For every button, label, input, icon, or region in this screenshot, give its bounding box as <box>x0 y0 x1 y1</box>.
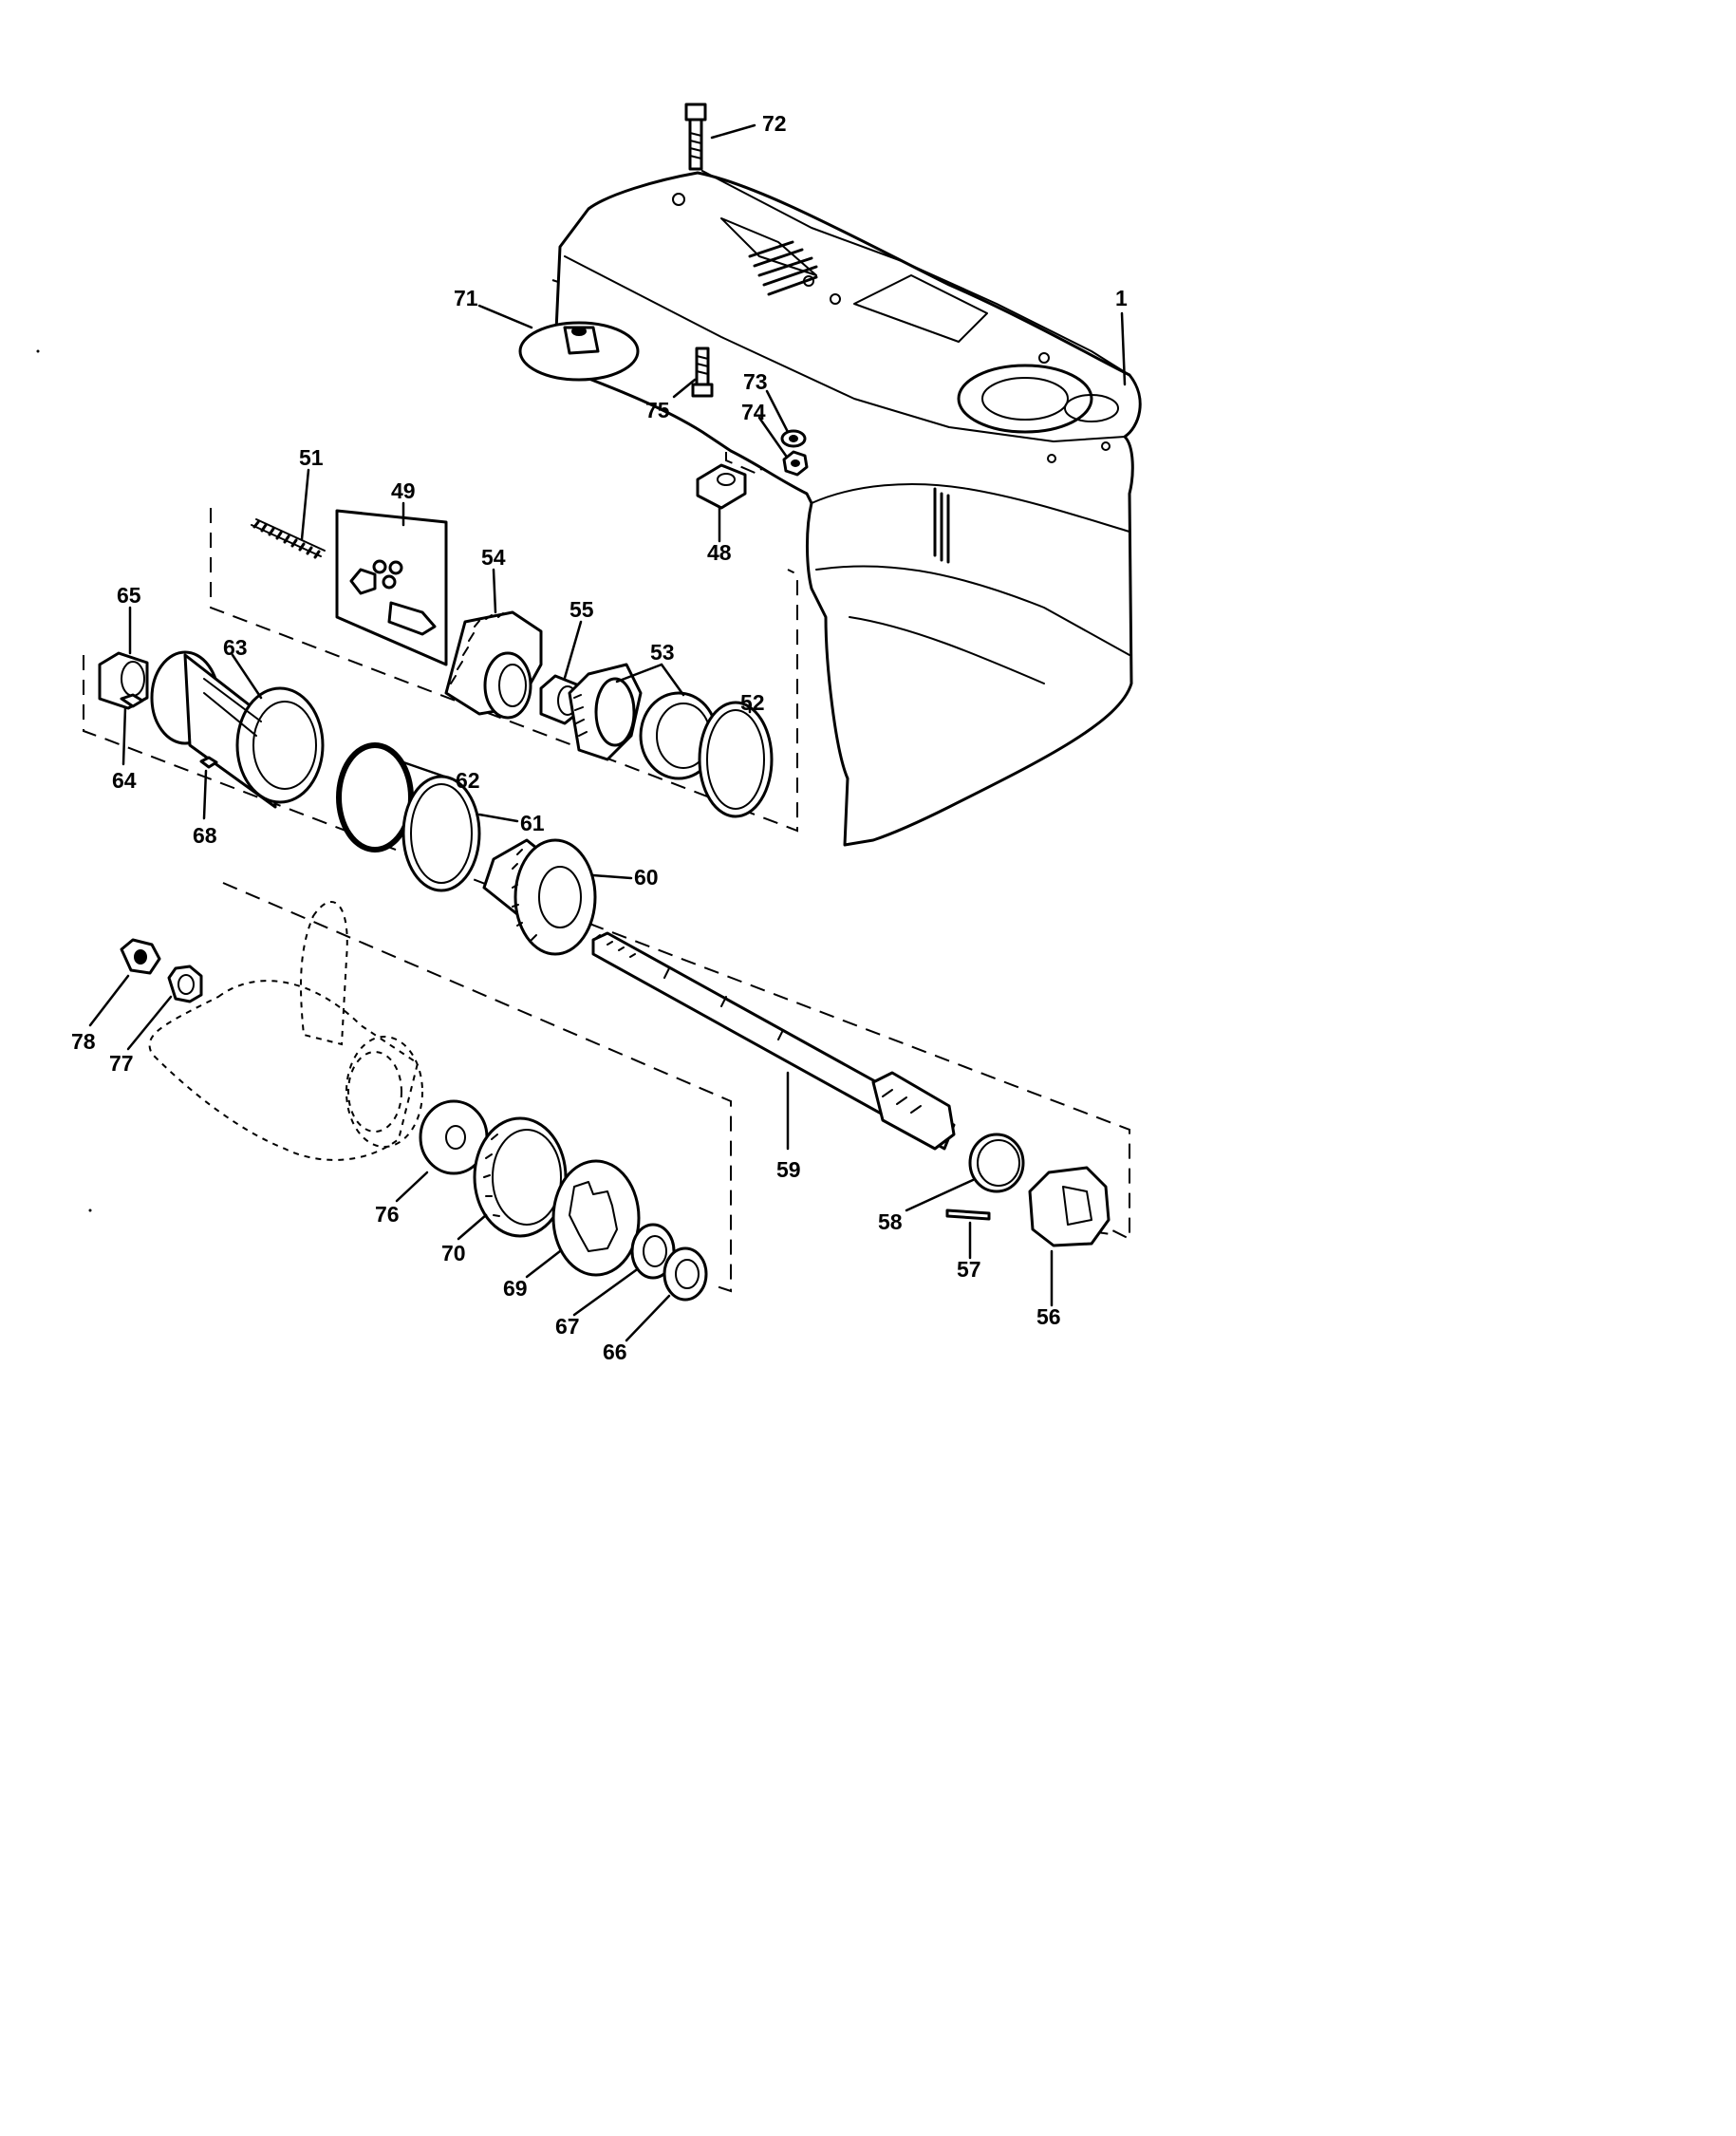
leader-53a <box>615 663 663 684</box>
bearing-carrier-63 <box>150 650 325 809</box>
o-ring-62 <box>336 742 414 853</box>
pin-57 <box>945 1209 991 1221</box>
label-75: 75 <box>645 398 670 422</box>
label-55: 55 <box>569 597 594 622</box>
label-48: 48 <box>707 540 732 565</box>
bolt-72 <box>684 103 707 171</box>
tab-washer-77 <box>167 965 203 1003</box>
leader-64 <box>121 705 127 766</box>
leader-63 <box>231 653 263 700</box>
prop-nut-78 <box>120 938 161 975</box>
label-72: 72 <box>762 111 787 136</box>
nut-74 <box>782 450 809 477</box>
leader-75 <box>672 378 697 399</box>
pinion-gear-54 <box>444 610 543 720</box>
exploded-parts-diagram: 72 1 71 75 73 74 48 51 49 54 55 53 52 65… <box>36 103 1142 1364</box>
label-49: 49 <box>391 478 416 503</box>
label-63: 63 <box>223 635 248 660</box>
label-56: 56 <box>1036 1304 1061 1329</box>
screw-64 <box>120 693 144 708</box>
propeller-shaft-59 <box>591 931 956 1151</box>
leader-67 <box>572 1268 638 1317</box>
leader-66 <box>625 1294 671 1342</box>
label-1: 1 <box>1115 286 1128 310</box>
assembly-outline-middle <box>83 655 1130 1241</box>
label-66: 66 <box>603 1340 627 1364</box>
anode-71 <box>518 321 640 382</box>
thrust-ring-61 <box>401 775 481 892</box>
label-67: 67 <box>555 1314 580 1339</box>
propeller <box>148 901 423 1161</box>
leader-77 <box>126 995 173 1051</box>
label-74: 74 <box>741 400 766 424</box>
leader-71 <box>477 304 533 329</box>
tapered-bearing-53 <box>568 663 719 780</box>
forward-gear-60 <box>482 838 597 956</box>
label-65: 65 <box>117 583 141 608</box>
leader-74 <box>757 416 788 458</box>
spring-51 <box>251 518 326 559</box>
label-58: 58 <box>878 1209 903 1234</box>
label-53: 53 <box>650 640 675 665</box>
leader-68 <box>202 769 208 820</box>
gear-housing <box>553 170 1142 847</box>
label-78: 78 <box>71 1029 96 1054</box>
leader-lines <box>88 123 1127 1342</box>
screw-75 <box>691 347 714 398</box>
speck <box>36 349 40 353</box>
leader-62 <box>401 760 457 782</box>
block-48 <box>696 463 747 510</box>
leader-1 <box>1120 311 1127 386</box>
tab-washer-69 <box>551 1159 641 1277</box>
label-77: 77 <box>109 1051 134 1076</box>
label-69: 69 <box>503 1276 528 1301</box>
label-76: 76 <box>375 1202 400 1227</box>
label-71: 71 <box>454 286 478 310</box>
leader-55 <box>563 620 583 680</box>
label-57: 57 <box>957 1257 981 1282</box>
label-68: 68 <box>193 823 217 848</box>
shim-52 <box>698 701 774 818</box>
part-number-labels: 72 1 71 75 73 74 48 51 49 54 55 53 52 65… <box>71 111 1128 1364</box>
label-54: 54 <box>481 545 506 570</box>
parts-kit-49 <box>335 509 448 666</box>
speck <box>88 1209 92 1212</box>
carrier-nut-70 <box>473 1116 568 1238</box>
label-62: 62 <box>456 768 480 793</box>
washer-66 <box>663 1246 708 1302</box>
washer-73 <box>780 429 807 448</box>
leader-69 <box>525 1249 562 1279</box>
clutch-56 <box>1028 1166 1111 1247</box>
label-52: 52 <box>740 690 765 715</box>
leader-60 <box>591 873 633 880</box>
label-70: 70 <box>441 1241 466 1265</box>
assembly-outline-prop <box>222 882 732 1293</box>
leader-72 <box>710 123 756 140</box>
seal-67 <box>630 1223 676 1280</box>
retaining-ring-58 <box>968 1133 1025 1193</box>
leader-78 <box>88 974 130 1027</box>
leader-73 <box>765 389 790 434</box>
label-51: 51 <box>299 445 324 470</box>
leader-61 <box>477 813 519 823</box>
nut-68 <box>199 756 218 769</box>
label-59: 59 <box>776 1157 801 1182</box>
assembly-outline-upper <box>210 508 798 833</box>
leader-53b <box>660 663 685 697</box>
label-60: 60 <box>634 865 659 890</box>
label-61: 61 <box>520 811 545 835</box>
leader-58 <box>905 1178 975 1212</box>
bearing-65 <box>98 651 149 710</box>
label-73: 73 <box>743 369 768 394</box>
leader-54 <box>492 568 497 614</box>
leader-51 <box>300 468 310 541</box>
leader-76 <box>395 1171 429 1203</box>
label-64: 64 <box>112 768 137 793</box>
leader-70 <box>457 1213 488 1241</box>
